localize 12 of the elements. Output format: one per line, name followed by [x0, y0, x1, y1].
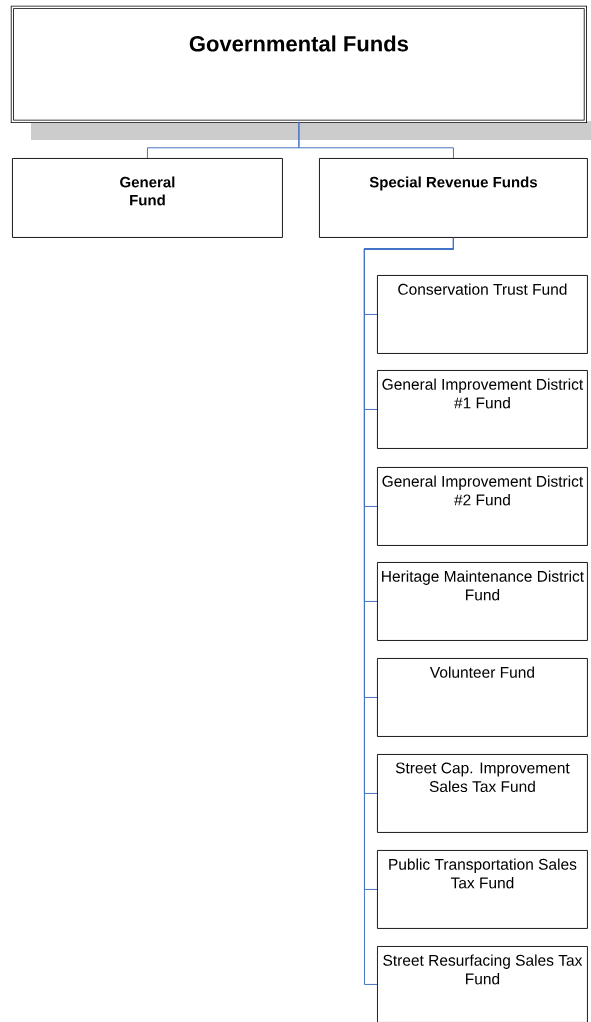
fund-box: General Improvement District #2 Fund [377, 467, 588, 546]
fund-box: General Improvement District #1 Fund [377, 370, 588, 449]
fund-box: Street Cap. Improvement Sales Tax Fund [377, 754, 588, 833]
fund-box: General Fund [12, 158, 283, 238]
fund-box: Volunteer Fund [377, 658, 588, 737]
fund-box: Street Resurfacing Sales Tax Fund [377, 946, 588, 1022]
title-box: Governmental Funds [10, 5, 587, 123]
connector-line [298, 121, 454, 159]
fund-box: Heritage Maintenance District Fund [377, 562, 588, 641]
fund-box: Public Transportation Sales Tax Fund [377, 850, 588, 929]
fund-box: Conservation Trust Fund [377, 275, 588, 354]
fund-box: Special Revenue Funds [319, 158, 588, 238]
